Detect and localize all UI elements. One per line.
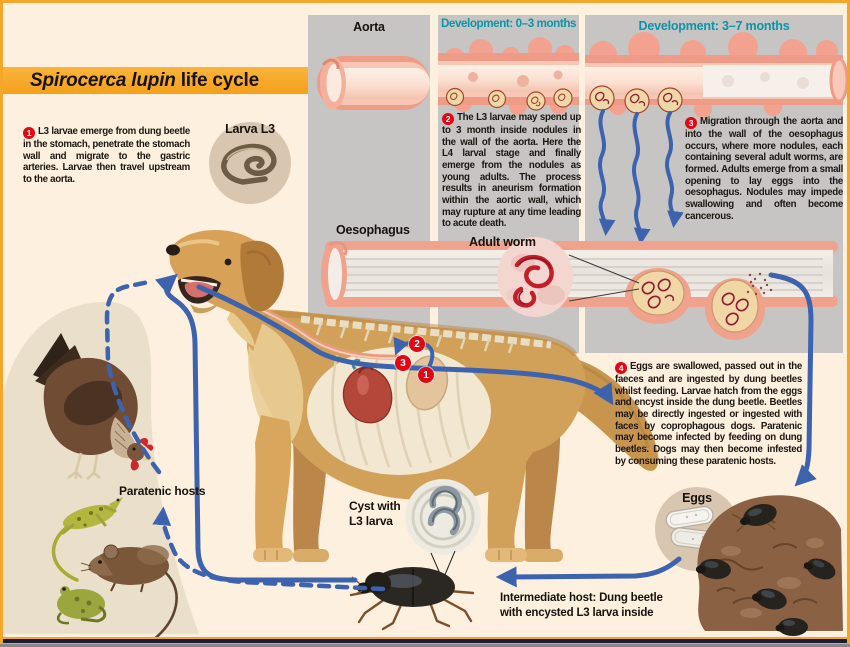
label-paratenic-hosts: Paratenic hosts [119, 484, 206, 498]
header-development-0-3: Development: 0–3 months [440, 17, 577, 30]
label-adult-worm: Adult worm [469, 235, 536, 249]
migration-wavy-lines [598, 109, 684, 246]
label-cyst-line2: L3 larva [349, 514, 393, 528]
cyst-illustration [405, 479, 481, 578]
illustration-canvas [3, 15, 847, 637]
mouse-illustration [80, 544, 178, 637]
header-development-3-7: Development: 3–7 months [638, 19, 790, 33]
label-intermediate-line1: Intermediate host: Dung beetle [500, 592, 663, 604]
dung-beetle-illustration [349, 567, 475, 631]
egg-speckles [746, 272, 773, 296]
bottom-navy-bar [0, 637, 850, 644]
step-4-number: 4 [615, 362, 627, 375]
larva-l3-illustration [209, 122, 291, 204]
lizard-illustration [51, 497, 123, 582]
dog-marker-3: 3 [395, 355, 411, 371]
dung-pile-illustration [695, 495, 843, 636]
label-eggs: Eggs [682, 491, 712, 505]
label-aorta: Aorta [353, 20, 385, 34]
frog-illustration [57, 586, 107, 625]
aorta-crosssection-illustration [585, 32, 847, 118]
label-intermediate-line2: with encysted L3 larva inside [500, 607, 654, 619]
label-cyst-line1: Cyst with [349, 499, 401, 513]
aorta-nodules-illustration [438, 37, 579, 115]
arrow-beetle-to-paratenic [152, 506, 386, 592]
paratenic-backdrop [3, 301, 199, 634]
oesophagus-illustration [321, 241, 838, 340]
step-3-number: 3 [685, 117, 697, 130]
label-larva-l3: Larva L3 [225, 122, 275, 136]
dog-marker-2: 2 [409, 336, 425, 352]
step-1-number: 1 [23, 127, 35, 140]
dog-marker-1: 1 [418, 367, 434, 383]
title-species: Spirocerca lupin [30, 69, 176, 91]
title-rest: life cycle [180, 69, 259, 91]
arrow-paratenic-to-mouth [104, 279, 162, 475]
title-banner: Spirocerca lupin life cycle [3, 67, 308, 94]
label-oesophagus: Oesophagus [336, 223, 410, 237]
beetles-on-dung [695, 503, 836, 636]
step-2-number: 2 [442, 113, 454, 126]
aorta-illustration [317, 56, 430, 110]
arrow-oesophagus-to-dung [768, 272, 817, 487]
dog-illustration [166, 230, 659, 562]
adult-worm-illustration [497, 237, 640, 317]
arrow-dung-to-beetle [495, 556, 682, 588]
